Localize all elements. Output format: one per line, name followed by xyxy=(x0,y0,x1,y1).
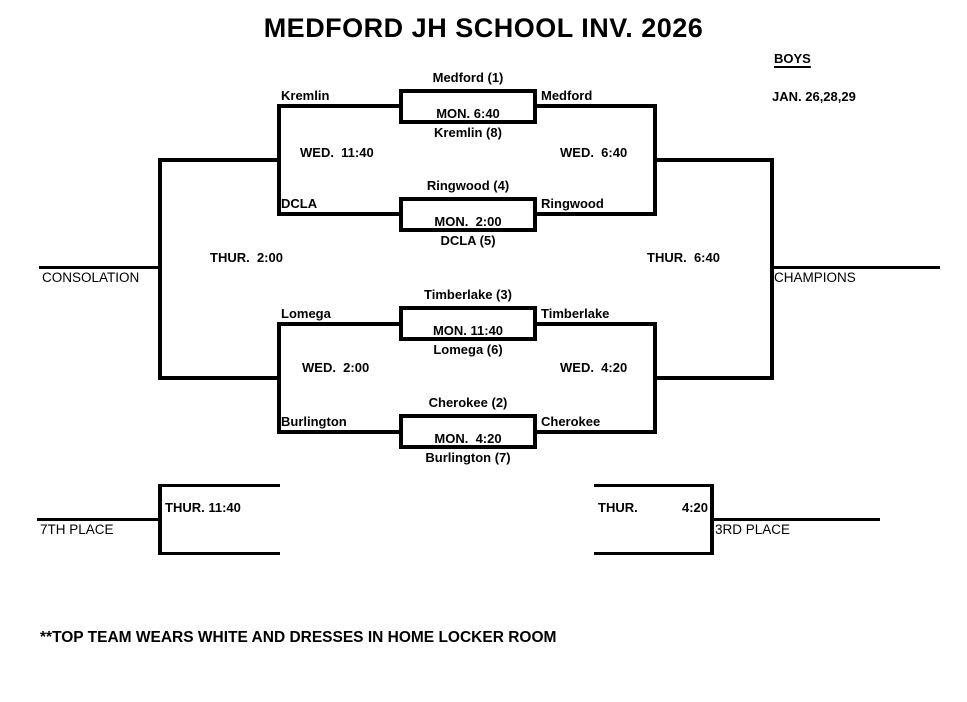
champions-label: CHAMPIONS xyxy=(774,270,856,285)
g2-winner-team-label: Ringwood xyxy=(541,196,604,211)
g4-loser-line xyxy=(277,430,399,434)
third-place-time: 4:20 xyxy=(681,500,708,515)
g3-top-seed-label: Timberlake (3) xyxy=(424,287,512,302)
third-place-bottom-feeder-line xyxy=(594,552,714,555)
winners-semi-top-out-line xyxy=(653,158,774,162)
consolation-final-connector xyxy=(158,158,162,380)
seventh-place-label: 7TH PLACE xyxy=(40,522,114,537)
g2-loser-team-label: DCLA xyxy=(281,196,318,211)
g2-game-box xyxy=(399,197,537,232)
consolation-semi-top-out-line xyxy=(158,158,281,162)
g1-game-box xyxy=(399,89,537,124)
consolation-label: CONSOLATION xyxy=(42,270,140,285)
g2-bottom-seed-label: DCLA (5) xyxy=(440,233,496,248)
consolation-semi-top-time: WED. 11:40 xyxy=(300,145,374,160)
division-label: BOYS xyxy=(774,51,811,66)
g2-top-seed-label: Ringwood (4) xyxy=(426,178,510,193)
winners-semi-bottom-out-line xyxy=(653,376,774,380)
g1-winner-team-label: Medford xyxy=(541,88,593,103)
g4-winner-team-label: Cherokee xyxy=(541,414,601,429)
winners-semi-bottom-time: WED. 4:20 xyxy=(560,360,628,375)
g3-winner-team-label: Timberlake xyxy=(541,306,610,321)
g3-winner-line xyxy=(535,322,657,326)
footnote: **TOP TEAM WEARS WHITE AND DRESSES IN HO… xyxy=(40,629,557,646)
g2-winner-line xyxy=(535,212,657,216)
g4-time-label: MON. 4:20 xyxy=(434,431,502,446)
championship-final-time: THUR. 6:40 xyxy=(647,250,720,265)
championship-final-connector xyxy=(770,158,774,380)
consolation-semi-bottom-out-line xyxy=(158,376,281,380)
g1-loser-line xyxy=(277,104,399,108)
g3-game-box xyxy=(399,306,537,341)
g1-bottom-seed-label: Kremlin (8) xyxy=(434,125,502,140)
third-place-winner-line xyxy=(710,518,880,521)
g1-winner-line xyxy=(535,104,657,108)
g1-loser-team-label: Kremlin xyxy=(281,88,330,103)
dates-label: JAN. 26,28,29 xyxy=(772,89,856,104)
g4-winner-line xyxy=(535,430,657,434)
seventh-place-bottom-feeder-line xyxy=(158,552,280,555)
g4-bottom-seed-label: Burlington (7) xyxy=(425,450,511,465)
champions-winner-line xyxy=(770,266,940,269)
g1-top-seed-label: Medford (1) xyxy=(432,70,504,85)
g3-time-label: MON. 11:40 xyxy=(432,323,504,338)
g2-time-label: MON. 2:00 xyxy=(434,214,502,229)
g4-top-seed-label: Cherokee (2) xyxy=(428,395,508,410)
seventh-place-time: THUR. 11:40 xyxy=(165,500,241,515)
consolation-final-time: THUR. 2:00 xyxy=(210,250,283,265)
third-place-day: THUR. xyxy=(598,500,638,515)
third-place-top-feeder-line xyxy=(594,484,714,487)
g4-game-box xyxy=(399,414,537,449)
consolation-semi-bottom-time: WED. 2:00 xyxy=(302,360,370,375)
seventh-place-top-feeder-line xyxy=(158,484,280,487)
consolation-winner-line xyxy=(39,266,161,269)
third-place-label: 3RD PLACE xyxy=(715,522,791,537)
page-title: MEDFORD JH SCHOOL INV. 2026 xyxy=(263,13,704,43)
g4-loser-team-label: Burlington xyxy=(281,414,347,429)
g3-loser-team-label: Lomega xyxy=(281,306,331,321)
winners-semi-top-time: WED. 6:40 xyxy=(560,145,628,160)
g3-bottom-seed-label: Lomega (6) xyxy=(433,342,503,357)
seventh-place-winner-line xyxy=(37,518,162,521)
g3-loser-line xyxy=(277,322,399,326)
g1-time-label: MON. 6:40 xyxy=(436,106,500,121)
g2-loser-line xyxy=(277,212,399,216)
